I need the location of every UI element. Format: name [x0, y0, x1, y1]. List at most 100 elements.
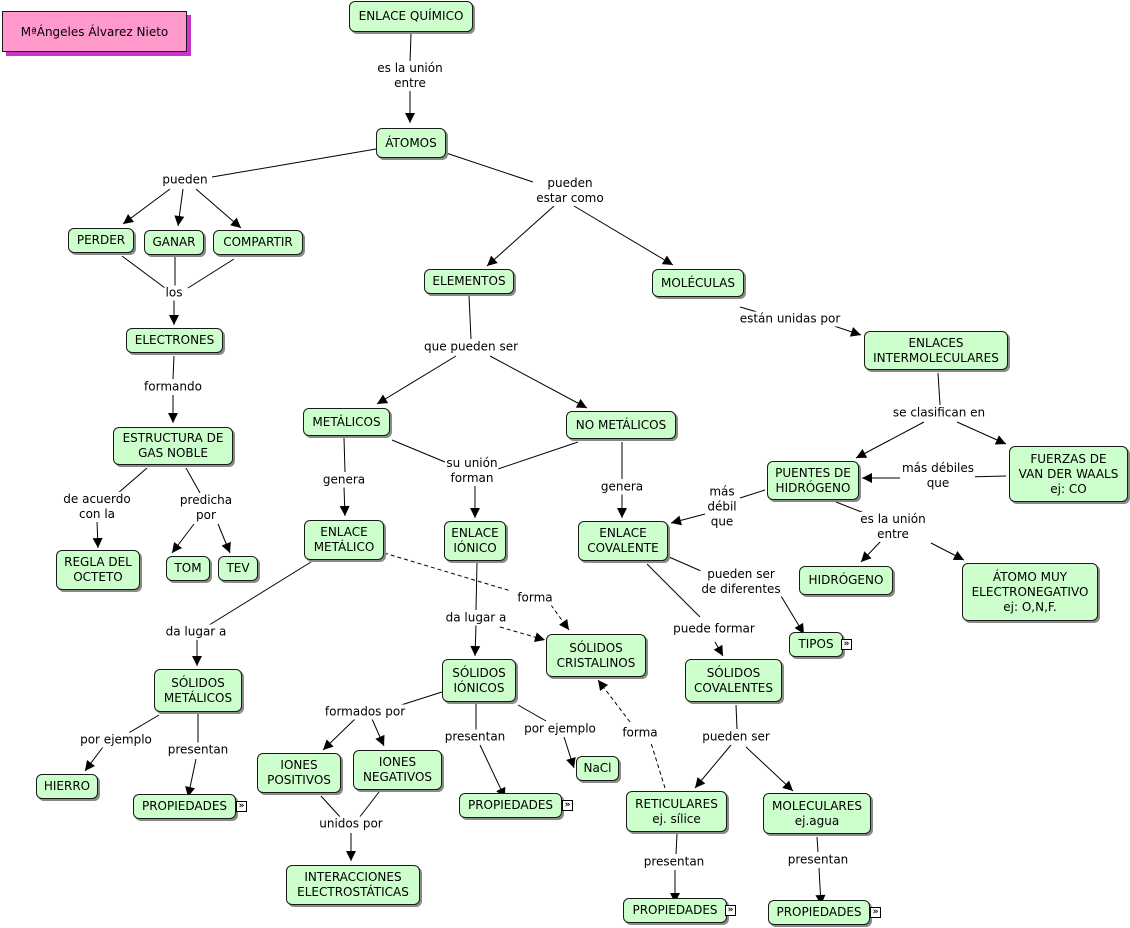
- node-enlace-covalente[interactable]: ENLACE COVALENTE: [578, 521, 668, 561]
- connector-line: [499, 626, 546, 641]
- double-chevron-right-icon[interactable]: »: [870, 907, 881, 918]
- node-propiedades-reticulares[interactable]: PROPIEDADES: [623, 898, 727, 923]
- double-chevron-right-icon[interactable]: »: [841, 639, 852, 650]
- connector-line: [855, 421, 925, 459]
- arrowhead-icon: [487, 255, 498, 266]
- link-label: formando: [143, 379, 203, 395]
- node-solidos-ionicos[interactable]: SÓLIDOS IÓNICOS: [442, 659, 516, 702]
- connector-line: [187, 258, 235, 289]
- link-label: pueden ser: [701, 729, 771, 745]
- connector-line: [185, 467, 201, 494]
- arrowhead-icon: [377, 394, 389, 404]
- node-solidos-covalentes[interactable]: SÓLIDOS COVALENTES: [685, 659, 782, 702]
- node-solidos-cristalinos[interactable]: SÓLIDOS CRISTALINOS: [546, 634, 646, 677]
- arrowhead-icon: [192, 656, 202, 666]
- double-chevron-right-icon[interactable]: »: [562, 800, 573, 811]
- node-atomos[interactable]: ÁTOMOS: [376, 128, 446, 158]
- node-moleculas[interactable]: MOLÉCULAS: [652, 269, 744, 297]
- node-interacciones-electrostaticas[interactable]: INTERACCIONES ELECTROSTÁTICAS: [286, 865, 420, 905]
- link-label: pueden ser de diferentes: [700, 567, 782, 597]
- connector-line: [646, 563, 701, 618]
- double-chevron-right-icon[interactable]: »: [236, 801, 247, 812]
- connector-line: [468, 295, 472, 340]
- node-enlace-ionico[interactable]: ENLACE IÓNICO: [444, 521, 506, 561]
- double-chevron-right-icon[interactable]: »: [725, 905, 736, 916]
- arrowhead-icon: [323, 739, 334, 750]
- node-iones-negativos[interactable]: IONES NEGATIVOS: [353, 750, 442, 790]
- link-label: genera: [599, 479, 645, 495]
- link-label: más débiles que: [900, 461, 976, 491]
- node-estructura-gas-noble[interactable]: ESTRUCTURA DE GAS NOBLE: [113, 427, 233, 465]
- connector-line: [376, 355, 457, 405]
- node-iones-positivos[interactable]: IONES POSITIVOS: [257, 753, 341, 793]
- arrowhead-icon: [168, 413, 178, 423]
- connector-line: [116, 467, 148, 495]
- connector-line: [494, 441, 579, 471]
- arrowhead-icon: [346, 851, 356, 861]
- link-label: unidos por: [318, 816, 384, 832]
- node-reticulares[interactable]: RETICULARES ej. sílice: [626, 791, 727, 832]
- link-label: predicha por: [178, 493, 234, 523]
- arrowhead-icon: [952, 550, 964, 560]
- node-puentes-hidrogeno[interactable]: PUENTES DE HIDRÓGENO: [767, 461, 859, 500]
- connector-line: [650, 742, 666, 789]
- node-enlace-metalico[interactable]: ENLACE METÁLICO: [304, 520, 384, 560]
- arrowhead-icon: [671, 515, 682, 526]
- node-propiedades-moleculares[interactable]: PROPIEDADES: [768, 900, 870, 925]
- node-nacl[interactable]: NaCl: [576, 756, 619, 781]
- node-elementos[interactable]: ELEMENTOS: [424, 269, 514, 294]
- connector-line: [383, 552, 512, 592]
- arrowhead-icon: [375, 734, 385, 746]
- arrowhead-icon: [123, 214, 135, 224]
- link-label: por ejemplo: [523, 721, 597, 737]
- node-tipos[interactable]: TIPOS: [789, 632, 843, 657]
- node-regla-octeto[interactable]: REGLA DEL OCTETO: [56, 550, 140, 590]
- arrowhead-icon: [815, 894, 826, 905]
- node-tom[interactable]: TOM: [166, 556, 210, 581]
- arrowhead-icon: [861, 551, 872, 562]
- node-ganar[interactable]: GANAR: [144, 230, 204, 255]
- connector-line: [489, 355, 588, 409]
- node-no-metalicos[interactable]: NO METÁLICOS: [566, 411, 676, 439]
- link-label: de acuerdo con la: [62, 492, 132, 522]
- arrowhead-icon: [169, 315, 179, 325]
- node-tev[interactable]: TEV: [218, 556, 258, 581]
- node-enlace-quimico[interactable]: ENLACE QUÍMICO: [349, 1, 473, 32]
- connector-line: [343, 437, 346, 473]
- arrowhead-icon: [566, 756, 576, 768]
- arrowhead-icon: [862, 473, 872, 483]
- arrowhead-icon: [470, 508, 480, 518]
- node-atomo-muy-electronegativo[interactable]: ÁTOMO MUY ELECTRONEGATIVO ej: O,N,F.: [962, 563, 1098, 621]
- link-label: pueden: [161, 172, 209, 188]
- arrowhead-icon: [85, 760, 95, 771]
- arrowhead-icon: [405, 113, 415, 123]
- node-electrones[interactable]: ELECTRONES: [126, 328, 223, 353]
- link-label: están unidas por: [738, 311, 842, 327]
- node-propiedades-metalicos[interactable]: PROPIEDADES: [133, 794, 236, 819]
- link-label: presentan: [166, 742, 230, 758]
- node-fuerzas-van-der-waals[interactable]: FUERZAS DE VAN DER WAALS ej: CO: [1009, 446, 1128, 502]
- node-perder[interactable]: PERDER: [68, 228, 134, 253]
- connector-line: [475, 562, 478, 611]
- link-label: se clasifican en: [891, 405, 987, 421]
- arrowhead-icon: [782, 780, 793, 791]
- node-hidrogeno[interactable]: HIDRÓGENO: [799, 566, 893, 595]
- link-label: genera: [321, 472, 367, 488]
- node-hierro[interactable]: HIERRO: [36, 774, 98, 799]
- connector-line: [745, 746, 794, 792]
- connector-line: [126, 714, 160, 735]
- node-metalicos[interactable]: METÁLICOS: [303, 408, 390, 436]
- node-moleculares[interactable]: MOLECULARES ej.agua: [763, 793, 871, 834]
- node-solidos-metalicos[interactable]: SÓLIDOS METÁLICOS: [154, 669, 242, 712]
- link-label: da lugar a: [444, 610, 508, 626]
- connector-line: [735, 704, 738, 730]
- node-enlaces-intermoleculares[interactable]: ENLACES INTERMOLECULARES: [864, 331, 1008, 370]
- arrowhead-icon: [92, 537, 103, 548]
- node-compartir[interactable]: COMPARTIR: [213, 230, 303, 255]
- arrowhead-icon: [994, 435, 1006, 445]
- arrowhead-icon: [559, 618, 569, 630]
- connector-line: [937, 372, 941, 406]
- node-propiedades-ionicos[interactable]: PROPIEDADES: [459, 793, 562, 818]
